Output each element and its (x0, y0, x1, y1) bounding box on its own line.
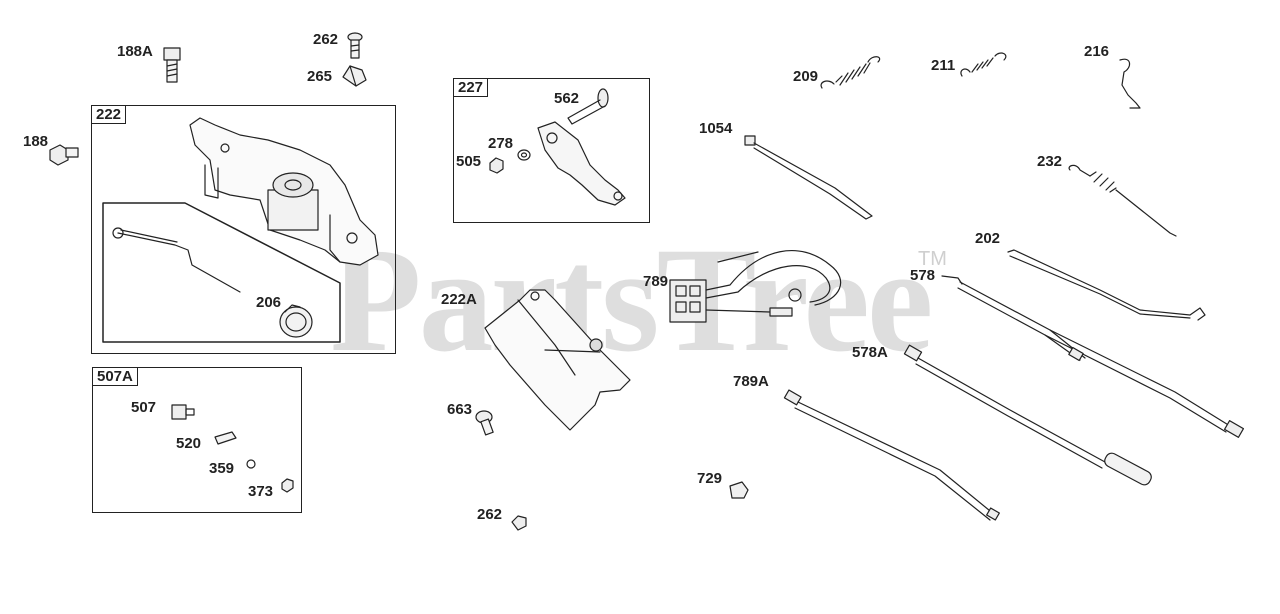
wire-harness-578-icon (941, 275, 1245, 438)
label-505: 505 (456, 153, 482, 170)
label-202: 202 (975, 230, 1001, 247)
wire-harness-789a-icon (783, 389, 1000, 521)
nut-373-icon (281, 478, 294, 493)
nut-505-icon (489, 157, 504, 174)
label-1054: 1054 (699, 120, 733, 137)
label-232: 232 (1037, 153, 1063, 170)
label-663: 663 (447, 401, 473, 418)
label-789: 789 (643, 273, 669, 290)
switch-507-icon (171, 404, 195, 420)
assembly-box-222: 222 (91, 105, 396, 354)
spring-209-icon (820, 56, 881, 89)
screw-663-icon (475, 410, 494, 436)
assembly-box-227: 227 (453, 78, 650, 223)
washer-278-icon (517, 149, 531, 161)
label-578a: 578A (852, 344, 888, 361)
spring-232-icon (1068, 164, 1177, 237)
trademark-symbol: TM (918, 248, 947, 270)
label-206: 206 (256, 294, 282, 311)
label-188: 188 (23, 133, 49, 150)
label-262-bottom: 262 (477, 506, 503, 523)
terminal-520-icon (214, 431, 237, 445)
assembly-box-208 (102, 202, 341, 343)
label-729: 729 (697, 470, 723, 487)
label-262-top: 262 (313, 31, 339, 48)
label-188a: 188A (117, 43, 153, 60)
box-tag-507a: 507A (92, 367, 138, 386)
cable-tie-1054-icon (744, 135, 873, 220)
label-265: 265 (307, 68, 333, 85)
wire-harness-578a-icon (903, 344, 1152, 486)
spring-211-icon (960, 52, 1007, 77)
label-562: 562 (554, 90, 580, 107)
throttle-plate-222a-icon (484, 289, 631, 431)
clip-265-icon (342, 65, 367, 87)
label-507: 507 (131, 399, 157, 416)
clip-729-icon (729, 481, 749, 499)
assembly-box-507a: 507A (92, 367, 302, 513)
rod-202-icon (1007, 249, 1206, 321)
box-tag-222: 222 (91, 105, 127, 124)
link-rod-208-icon (112, 227, 241, 293)
bolt-262-icon (347, 32, 363, 59)
label-359: 359 (209, 460, 235, 477)
screw-262-bottom-icon (511, 515, 527, 531)
label-222a: 222A (441, 291, 477, 308)
rod-216-icon (1119, 58, 1141, 109)
label-373: 373 (248, 483, 274, 500)
bolt-188a-icon (163, 47, 181, 83)
bolt-562-icon (567, 88, 609, 125)
bolt-188-icon (49, 144, 79, 166)
box-tag-227: 227 (453, 78, 489, 97)
label-209: 209 (793, 68, 819, 85)
washer-359-icon (246, 459, 256, 469)
label-211: 211 (931, 57, 956, 74)
control-lever-227-icon (537, 121, 626, 206)
label-216: 216 (1084, 43, 1110, 60)
label-520: 520 (176, 435, 202, 452)
label-789a: 789A (733, 373, 769, 390)
knob-206-icon (279, 304, 313, 338)
label-578: 578 (910, 267, 936, 284)
control-bracket-222-icon (189, 117, 379, 266)
wire-harness-789-icon (669, 250, 842, 323)
label-278: 278 (488, 135, 514, 152)
